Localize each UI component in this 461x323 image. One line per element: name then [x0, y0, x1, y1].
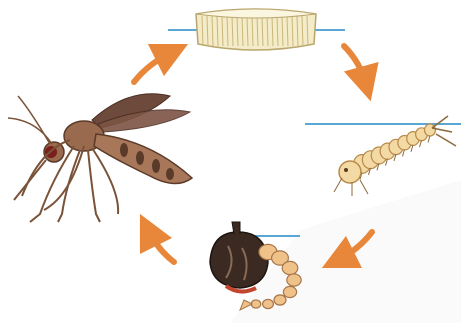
cycle-arrow: [344, 46, 366, 84]
pupa-head: [210, 232, 268, 288]
pupa-segment: [283, 286, 296, 297]
cycle-arrow: [148, 230, 174, 262]
pupa-segment: [274, 295, 286, 305]
pupa-segment: [287, 274, 301, 286]
larva-body: [354, 124, 436, 180]
larva-stage: [305, 116, 461, 196]
pupa-segment: [263, 299, 274, 308]
larva-eye: [344, 168, 348, 172]
adult-antennae: [8, 96, 52, 144]
pupa-segment: [282, 261, 298, 274]
cycle-arrow: [134, 52, 172, 82]
egg-raft-stage: [168, 9, 345, 50]
adult-leg: [88, 150, 100, 222]
adult-leg: [58, 150, 80, 222]
pupa-breathing-horn: [232, 222, 240, 234]
adult-mosquito-stage: [8, 94, 192, 222]
larva-head: [339, 161, 361, 183]
